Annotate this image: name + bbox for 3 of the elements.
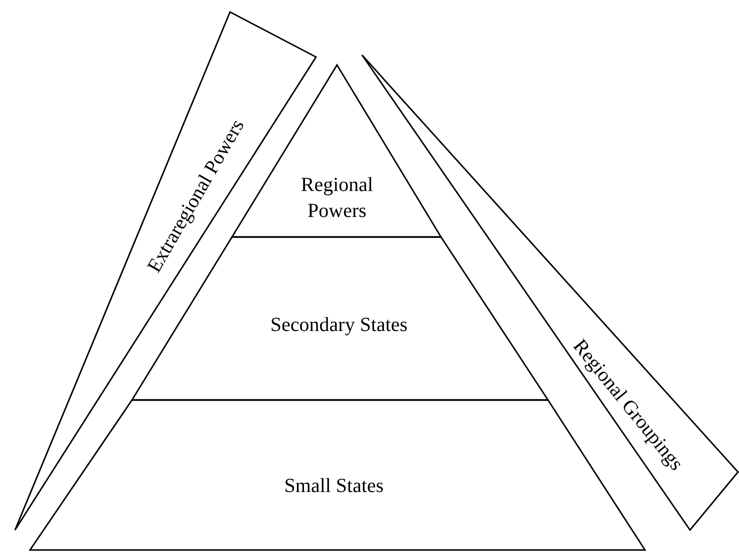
node-label: Regional Powers bbox=[300, 173, 374, 224]
node-label: Small States bbox=[283, 474, 385, 499]
node-label: Secondary States bbox=[269, 313, 409, 338]
